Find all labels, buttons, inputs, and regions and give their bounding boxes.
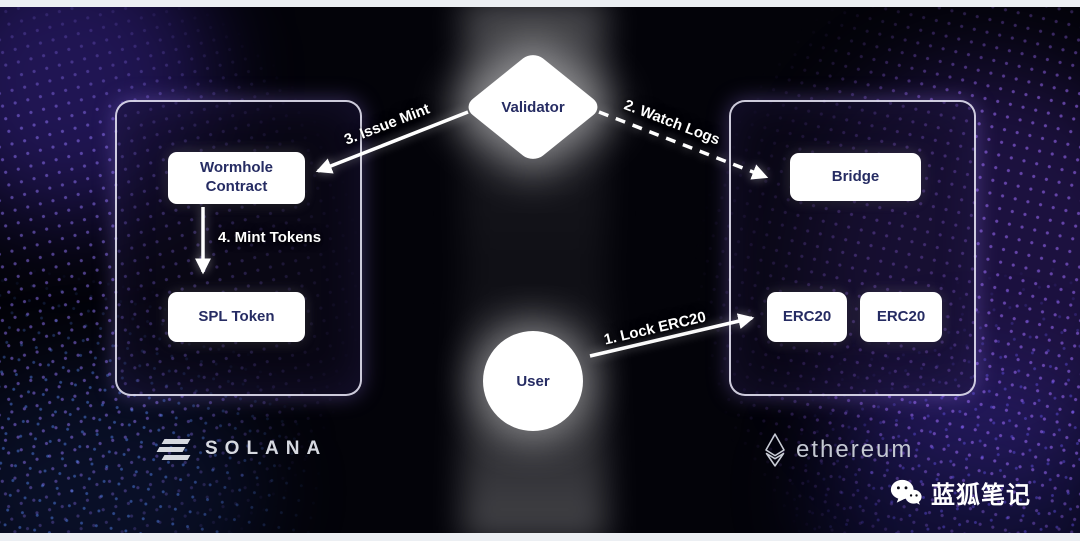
edge-issue-mint: [315, 110, 469, 174]
top-border-strip: [0, 0, 1080, 7]
validator-label: Validator: [501, 98, 565, 116]
bridge-label: Bridge: [831, 167, 880, 185]
validator-node: Validator: [462, 50, 604, 164]
bridge-node: Bridge: [790, 153, 921, 201]
watermark-text: 蓝狐笔记: [931, 482, 1031, 509]
spl-token-node: SPL Token: [168, 292, 305, 342]
solana-panel: Wormhole Contract SPL Token: [115, 100, 362, 396]
erc20-node-right: ERC20: [860, 292, 942, 342]
ethereum-panel: Bridge ERC20 ERC20: [729, 100, 976, 396]
wormhole-contract-node: Wormhole Contract: [168, 152, 305, 204]
solana-logo: SOLANA: [156, 438, 328, 460]
wechat-icon: [890, 479, 922, 505]
edge-lock-erc20: [589, 313, 755, 358]
erc20-left-label: ERC20: [782, 307, 832, 325]
edge-label-mint-tokens: 4. Mint Tokens: [218, 229, 322, 246]
ethereum-logo: ethereum: [763, 432, 913, 468]
ethereum-icon: [765, 433, 785, 467]
solana-icon: [156, 438, 192, 460]
erc20-node-left: ERC20: [767, 292, 847, 342]
wormhole-contract-label-line2: Contract: [205, 178, 268, 195]
edge-watch-logs: [598, 110, 769, 180]
bottom-border-strip: [0, 533, 1080, 541]
wormhole-contract-label-line1: Wormhole: [199, 159, 274, 177]
watermark: 蓝狐笔记: [890, 475, 1031, 510]
erc20-right-label: ERC20: [876, 307, 926, 325]
solana-wordmark: SOLANA: [205, 438, 328, 459]
ethereum-wordmark: ethereum: [796, 436, 914, 463]
spl-token-label: SPL Token: [198, 307, 275, 325]
user-label: User: [516, 372, 550, 390]
user-node: User: [483, 331, 583, 431]
